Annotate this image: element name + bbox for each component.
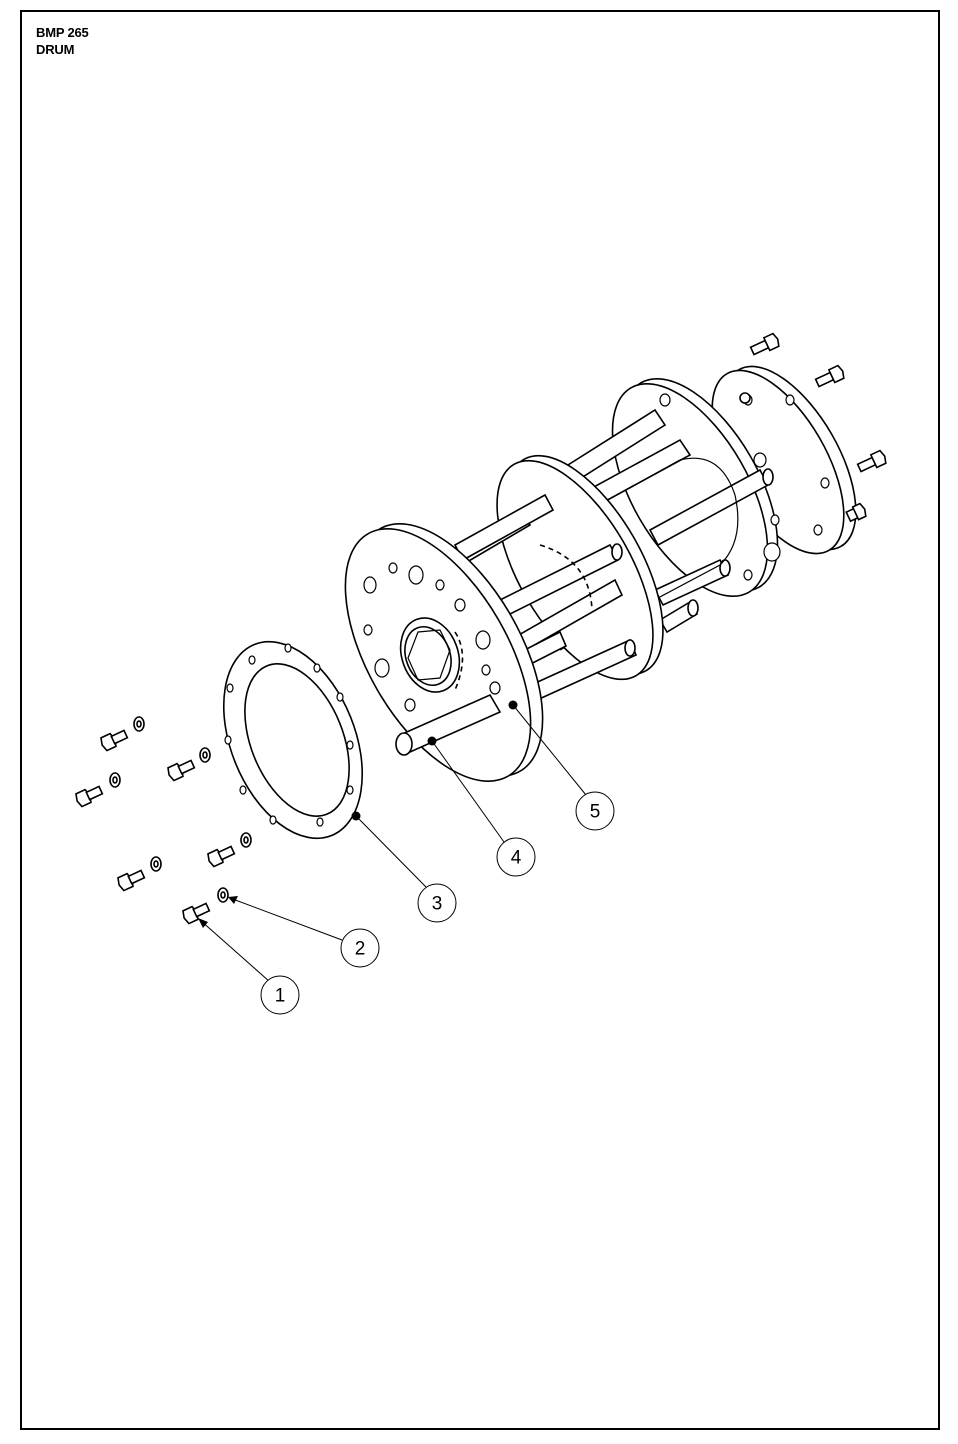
callout-3: 3 — [351, 811, 457, 923]
callout-5-label: 5 — [590, 802, 601, 823]
title-block: BMP 265 DRUM — [36, 24, 89, 58]
model-label: BMP 265 — [36, 25, 89, 40]
callout-5: 5 — [508, 700, 615, 831]
callout-3-label: 3 — [432, 894, 443, 915]
callout-4: 4 — [427, 736, 536, 877]
callout-1: 1 — [198, 918, 300, 1015]
callout-4-label: 4 — [511, 848, 522, 869]
callout-2: 2 — [228, 896, 380, 968]
assembly-label: DRUM — [36, 42, 75, 57]
callout-1-label: 1 — [275, 986, 286, 1007]
rear-end-plate — [611, 377, 781, 598]
callout-2-label: 2 — [355, 939, 366, 960]
gasket-ring — [222, 640, 364, 840]
inner-drum-shell — [519, 457, 739, 651]
rear-bolts — [739, 332, 887, 523]
drive-rod — [395, 693, 502, 756]
hidden-hub-line — [539, 544, 593, 611]
front-bolts-and-washers — [75, 716, 252, 925]
